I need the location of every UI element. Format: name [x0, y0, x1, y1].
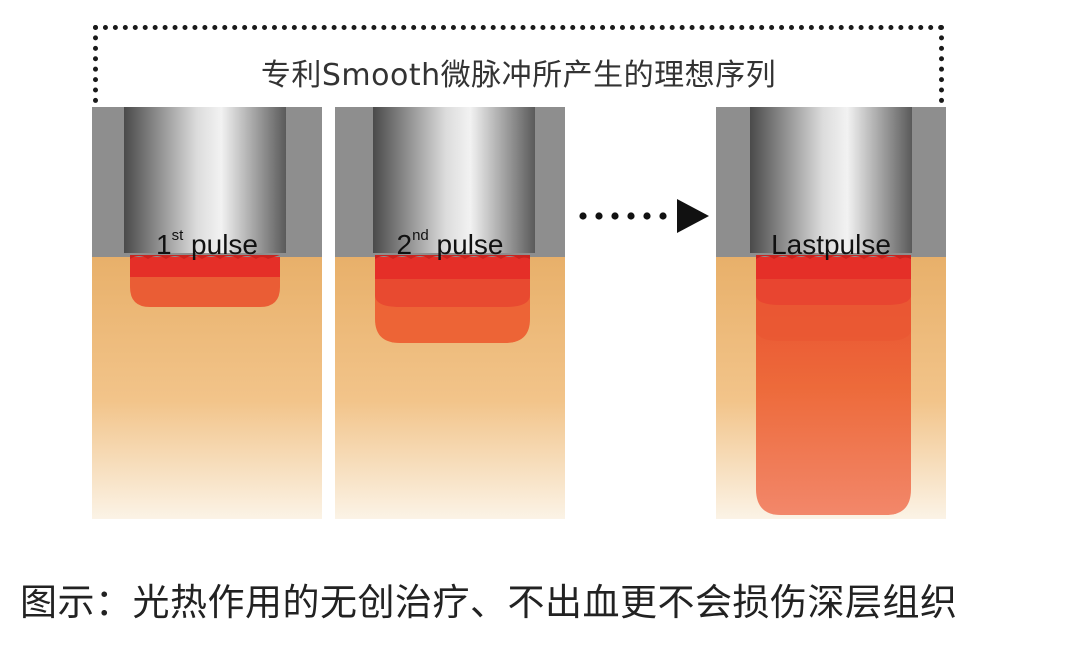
pulse-2-illustration — [335, 107, 565, 519]
pulse-last-illustration — [716, 107, 946, 519]
pulse-last-label: Lastpulse — [771, 229, 891, 260]
pulse-panel-last: Lastpulse — [716, 107, 946, 519]
pulse-panel-1: 1st pulse — [92, 107, 322, 519]
dotted-bracket-frame — [93, 25, 944, 103]
pulse-2-label: 2nd pulse — [396, 226, 504, 260]
figure-caption: 图示：光热作用的无创治疗、不出血更不会损伤深层组织 — [20, 581, 958, 624]
pulse-panel-2: 2nd pulse — [335, 107, 565, 519]
pulse-1-label: 1st pulse — [156, 226, 258, 260]
sequence-arrow-icon — [579, 199, 709, 233]
diagram-title: 专利Smooth微脉冲所产生的理想序列 — [260, 58, 777, 93]
pulse-1-illustration — [92, 107, 322, 519]
